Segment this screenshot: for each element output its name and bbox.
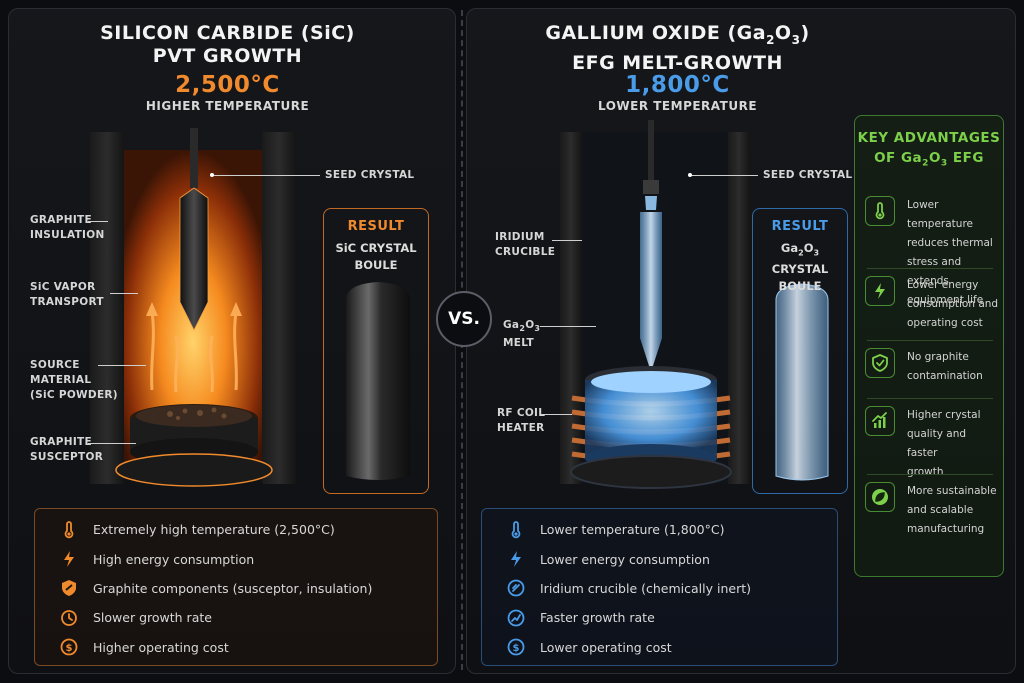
sic-title-line2: PVT GROWTH bbox=[152, 45, 303, 67]
thermometer-icon bbox=[506, 520, 526, 540]
ga2o3-temperature: 1,800°C bbox=[625, 72, 730, 98]
ga2o3-result-heading: RESULT bbox=[771, 219, 829, 234]
sic-list-item: Graphite components (susceptor, insulati… bbox=[35, 574, 437, 603]
ga2o3-title: GALLIUM OXIDE (Ga2O3) EFG MELT-GROWTH bbox=[470, 22, 885, 75]
ga2o3-result-text: Ga2O3 CRYSTAL BOULE bbox=[771, 241, 829, 294]
ga2o3-list-item: Iridium crucible (chemically inert) bbox=[482, 574, 837, 603]
ga2o3-temperature-note: LOWER TEMPERATURE bbox=[597, 99, 758, 113]
sic-list-item-text: Slower growth rate bbox=[93, 610, 212, 626]
sic-result-heading: RESULT bbox=[347, 219, 405, 234]
ga2o3-seed-crystal-label: SEED CRYSTAL bbox=[763, 169, 853, 181]
ga2o3-result-box: RESULT Ga2O3 CRYSTAL BOULE bbox=[752, 208, 848, 494]
sic-temperature: 2,500°C bbox=[175, 72, 280, 98]
svg-text:$: $ bbox=[513, 643, 520, 654]
advantage-separator bbox=[867, 398, 993, 399]
key-advantages-heading: KEY ADVANTAGES OF Ga2O3 EFG bbox=[857, 130, 1001, 169]
insulation-wall-right bbox=[262, 132, 296, 484]
sic-list-item-text: Graphite components (susceptor, insulati… bbox=[93, 580, 373, 596]
thermometer-icon bbox=[865, 196, 895, 226]
dollar-icon: $ bbox=[506, 637, 526, 657]
ga2o3-seed-crystal bbox=[640, 212, 662, 372]
lightning-icon bbox=[865, 276, 895, 306]
sic-seed-crystal-label: SEED CRYSTAL bbox=[325, 169, 415, 181]
sic-list-item: Slower growth rate bbox=[35, 603, 437, 632]
sic-seed-crystal bbox=[179, 187, 209, 331]
ga2o3-list-item: Faster growth rate bbox=[482, 603, 837, 632]
sic-furnace-illustration bbox=[90, 128, 410, 487]
ga2o3-title-line2: EFG MELT-GROWTH bbox=[572, 51, 783, 74]
sic-list-item-text: Higher operating cost bbox=[93, 639, 229, 655]
shield-check-icon bbox=[865, 348, 895, 378]
ga2o3-melt-label: Ga2O3 MELT bbox=[503, 319, 541, 350]
sic-characteristics-list: Extremely high temperature (2,500°C) High… bbox=[34, 508, 438, 666]
svg-text:$: $ bbox=[66, 643, 73, 654]
clock-icon bbox=[59, 608, 79, 628]
advantage-separator bbox=[867, 474, 993, 475]
chart-up-icon bbox=[865, 406, 895, 436]
ga2o3-list-item-text: Iridium crucible (chemically inert) bbox=[540, 580, 751, 596]
sic-list-item: Extremely high temperature (2,500°C) bbox=[35, 515, 437, 544]
shield-icon bbox=[59, 578, 79, 598]
dollar-icon: $ bbox=[59, 637, 79, 657]
ga2o3-list-item: Lower energy consumption bbox=[482, 544, 837, 573]
advantage-separator bbox=[867, 340, 993, 341]
leaf-icon bbox=[865, 482, 895, 512]
ga2o3-title-line1: GALLIUM OXIDE (Ga2O3) bbox=[545, 22, 810, 47]
ga2o3-list-item-text: Lower operating cost bbox=[540, 639, 672, 655]
key-advantages-panel: KEY ADVANTAGES OF Ga2O3 EFG Lower temper… bbox=[854, 115, 1004, 577]
thermometer-icon bbox=[59, 520, 79, 540]
ga2o3-list-item: Lower temperature (1,800°C) bbox=[482, 515, 837, 544]
ga2o3-list-item-text: Faster growth rate bbox=[540, 610, 655, 626]
sic-seed-leader bbox=[212, 175, 320, 176]
crucible-icon bbox=[506, 578, 526, 598]
ga2o3-furnace-illustration bbox=[560, 120, 829, 489]
advantage-separator bbox=[867, 268, 993, 269]
ga2o3-list-item: $ Lower operating cost bbox=[482, 633, 837, 662]
lightning-icon bbox=[59, 549, 79, 569]
vs-badge: VS. bbox=[436, 291, 492, 347]
sic-temperature-note: HIGHER TEMPERATURE bbox=[145, 99, 310, 113]
sic-list-item-text: Extremely high temperature (2,500°C) bbox=[93, 522, 335, 538]
sic-title-line1: SILICON CARBIDE (SiC) bbox=[100, 22, 355, 44]
sic-list-item-text: High energy consumption bbox=[93, 551, 255, 567]
ga2o3-characteristics-list: Lower temperature (1,800°C) Lower energy … bbox=[481, 508, 838, 666]
sic-list-item: $ Higher operating cost bbox=[35, 633, 437, 662]
lightning-icon bbox=[506, 549, 526, 569]
sic-title: SILICON CARBIDE (SiC) PVT GROWTH bbox=[30, 22, 425, 68]
growth-icon bbox=[506, 608, 526, 628]
ga2o3-boule bbox=[775, 283, 829, 481]
sic-list-item: High energy consumption bbox=[35, 544, 437, 573]
insulation-wall-left bbox=[90, 132, 124, 484]
ga2o3-list-item-text: Lower energy consumption bbox=[540, 551, 710, 567]
sic-boule bbox=[346, 282, 410, 480]
ga2o3-list-item-text: Lower temperature (1,800°C) bbox=[540, 522, 725, 538]
